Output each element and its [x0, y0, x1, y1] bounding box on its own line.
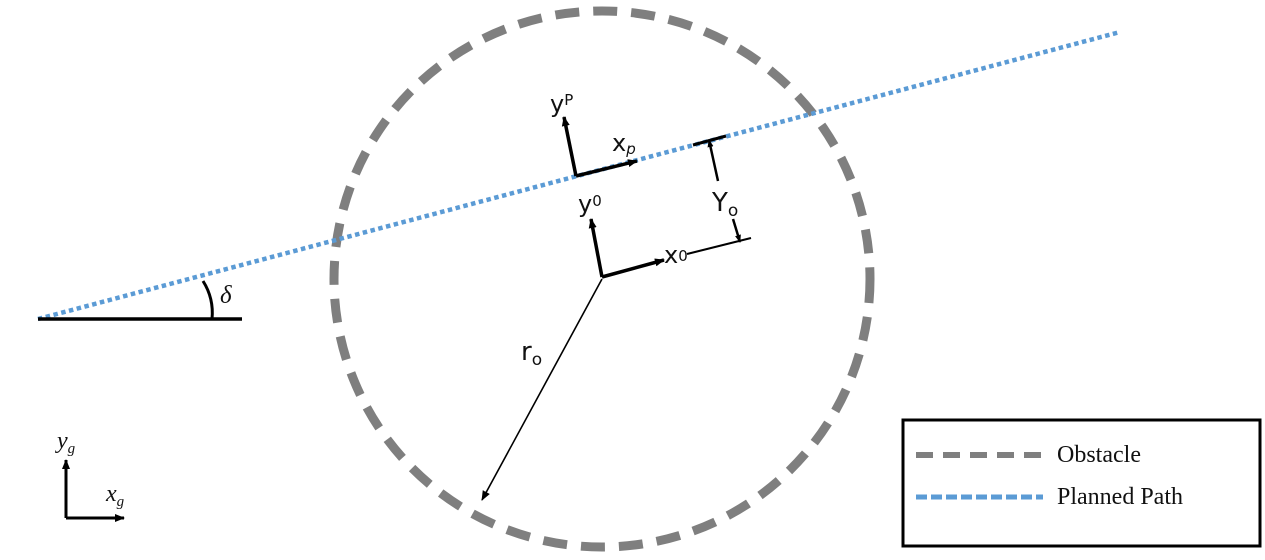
- yo-arrow-down: [731, 218, 742, 243]
- y0-label: y0: [578, 190, 602, 218]
- obstacle-circle: [329, 6, 875, 552]
- planned-path-line: [37, 29, 1121, 322]
- path-frame-x-axis: [575, 159, 638, 178]
- path-frame-y-axis: [561, 116, 578, 177]
- obstacle-frame-x-axis: [601, 258, 665, 279]
- delta-angle-arc: [201, 280, 214, 320]
- yg-label: yg: [55, 428, 76, 457]
- xp-label: xp: [612, 129, 636, 158]
- yp-label: yP: [550, 90, 573, 118]
- obstacle-frame-y-axis: [588, 218, 604, 278]
- legend: Obstacle Planned Path: [901, 418, 1262, 548]
- legend-path-label: Planned Path: [1057, 484, 1183, 510]
- yo-arrow-up: [707, 139, 720, 182]
- legend-obstacle-label: Obstacle: [1057, 442, 1141, 468]
- x0-label: x0: [664, 241, 688, 269]
- obstacle-frame-x-extension: [686, 237, 752, 255]
- yo-label: Yo: [711, 188, 738, 221]
- radius-line: [481, 278, 603, 501]
- delta-label: δ: [220, 282, 232, 309]
- legend-box: [901, 418, 1262, 548]
- xg-label: xg: [105, 481, 125, 510]
- ro-label: ro: [521, 337, 542, 370]
